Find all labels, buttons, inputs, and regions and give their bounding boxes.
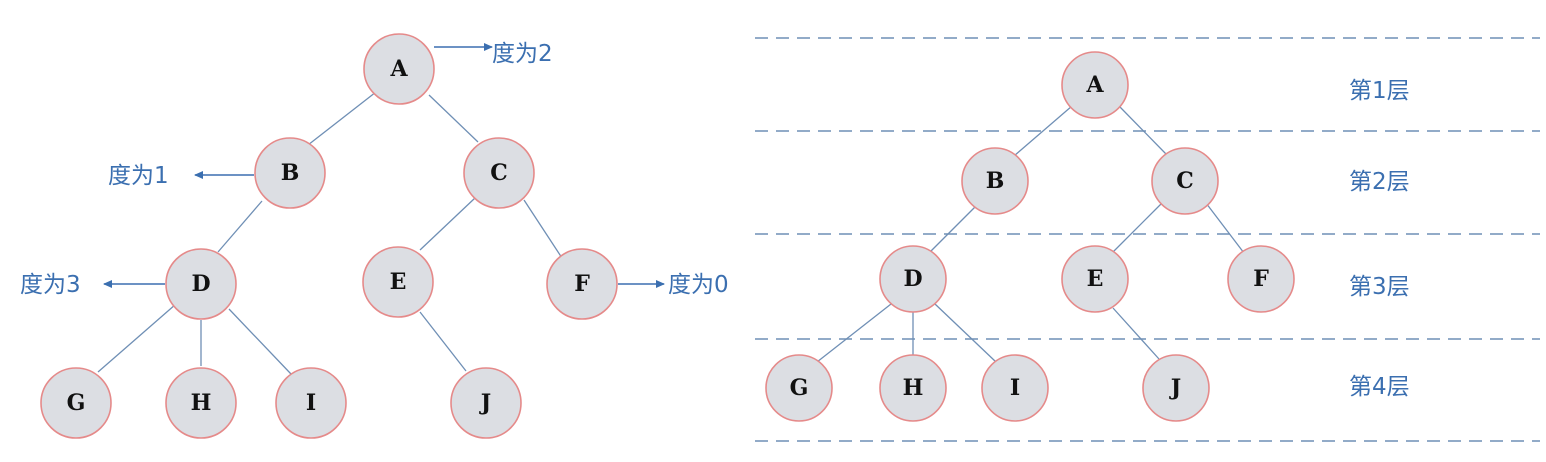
edge-a-b xyxy=(307,91,377,146)
annotation-f-label: 度为0 xyxy=(668,272,729,298)
right-edges xyxy=(816,105,1245,363)
right-node-c: C xyxy=(1151,147,1219,215)
right-node-e: E xyxy=(1061,245,1129,313)
annotation-a-label: 度为2 xyxy=(492,41,553,67)
right-node-j-label: J xyxy=(1169,375,1181,401)
annotation-d: 度为3 xyxy=(20,272,165,298)
right-node-b: B xyxy=(961,147,1029,215)
edge-r-a-c xyxy=(1119,106,1167,155)
edge-r-d-i xyxy=(934,303,997,363)
right-node-b-label: B xyxy=(986,168,1005,194)
edge-r-b-d xyxy=(928,204,978,254)
right-node-a: A xyxy=(1061,51,1129,119)
edge-r-a-b xyxy=(1013,105,1073,157)
edge-b-d xyxy=(217,200,263,253)
right-node-a-label: A xyxy=(1085,72,1104,98)
edge-c-e xyxy=(419,197,476,251)
right-node-h-label: H xyxy=(903,375,924,401)
edge-r-c-f xyxy=(1205,202,1245,254)
right-node-g-label: G xyxy=(790,375,809,401)
annotation-f: 度为0 xyxy=(618,272,729,298)
level-label-3: 第3层 xyxy=(1349,274,1410,300)
left-node-a-label: A xyxy=(389,56,408,82)
left-node-j-label: J xyxy=(479,390,491,416)
right-node-f: F xyxy=(1227,245,1295,313)
edge-r-e-j xyxy=(1112,307,1160,360)
left-node-c-label: C xyxy=(490,160,508,186)
left-node-g-label: G xyxy=(67,390,86,416)
left-node-i-label: I xyxy=(306,390,316,416)
edge-d-g xyxy=(97,303,177,373)
right-node-f-label: F xyxy=(1253,266,1269,292)
right-tree: A B C D E F G H I J 第1层 第2层 第3层 第4层 xyxy=(755,37,1540,442)
right-node-h: H xyxy=(879,354,947,422)
left-node-f: F xyxy=(546,248,618,320)
level-label-2: 第2层 xyxy=(1349,169,1410,195)
left-tree: A B C D E F G H I J 度为2 度为1 度为3 度为0 xyxy=(20,33,729,439)
left-node-e-label: E xyxy=(390,269,407,295)
edge-r-c-e xyxy=(1112,202,1163,253)
level-labels: 第1层 第2层 第3层 第4层 xyxy=(1349,78,1410,400)
right-node-c-label: C xyxy=(1176,168,1194,194)
right-node-d-label: D xyxy=(903,266,922,292)
left-node-h: H xyxy=(165,367,237,439)
level-label-1: 第1层 xyxy=(1349,78,1410,104)
annotation-b-label: 度为1 xyxy=(108,163,169,189)
edge-d-i xyxy=(228,308,292,375)
level-label-4: 第4层 xyxy=(1349,374,1410,400)
left-node-b-label: B xyxy=(281,160,300,186)
left-node-a: A xyxy=(363,33,435,105)
edge-e-j xyxy=(419,311,467,372)
left-node-c: C xyxy=(463,137,535,209)
edge-a-c xyxy=(428,94,479,143)
annotation-a: 度为2 xyxy=(434,41,553,67)
annotation-d-label: 度为3 xyxy=(20,272,81,298)
edge-r-d-g xyxy=(816,303,892,363)
left-node-g: G xyxy=(40,367,112,439)
left-node-i: I xyxy=(275,367,347,439)
left-node-f-label: F xyxy=(574,271,590,297)
right-node-i: I xyxy=(981,354,1049,422)
left-node-d-label: D xyxy=(191,271,210,297)
level-dividers xyxy=(755,37,1540,442)
right-node-g: G xyxy=(765,354,833,422)
left-node-h-label: H xyxy=(191,390,212,416)
left-node-e: E xyxy=(362,246,434,318)
right-node-i-label: I xyxy=(1010,375,1020,401)
annotation-b: 度为1 xyxy=(108,163,254,189)
right-node-e-label: E xyxy=(1087,266,1104,292)
right-node-j: J xyxy=(1142,354,1210,422)
left-node-j: J xyxy=(450,367,522,439)
left-node-d: D xyxy=(165,248,237,320)
edge-c-f xyxy=(523,199,563,259)
left-node-b: B xyxy=(254,137,326,209)
right-node-d: D xyxy=(879,245,947,313)
left-edges xyxy=(97,91,563,375)
